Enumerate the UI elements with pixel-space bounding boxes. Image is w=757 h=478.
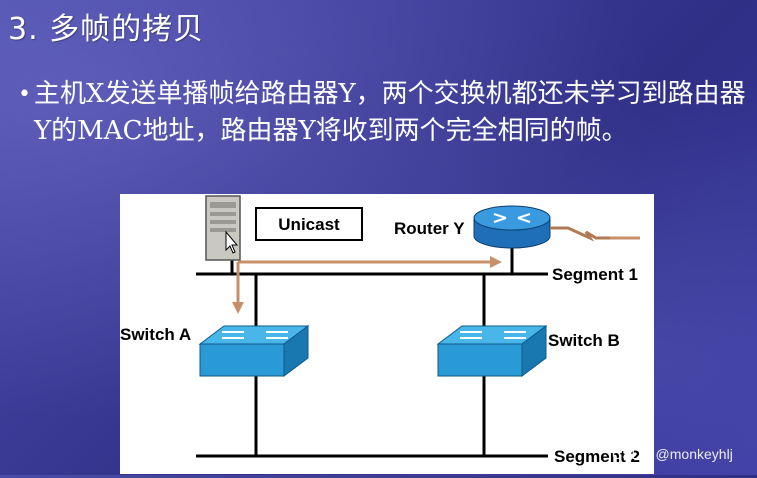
switch-b-label: Switch B [548,331,620,350]
host-x-icon [205,195,241,261]
unicast-label: Unicast [278,215,340,234]
switch-a-label: Switch A [120,325,191,344]
unicast-box [255,207,363,241]
switch-a-icon [198,325,310,377]
router-y-label: Router Y [394,219,465,238]
segment2-label: Segment 2 [554,447,640,466]
network-diagram: Unicast Router Y Segment 1 Segment 2 Swi… [120,194,654,474]
router-y-icon [473,205,640,249]
diagram-svg: Unicast Router Y Segment 1 Segment 2 Swi… [120,195,640,466]
switch-b-icon [436,325,548,377]
csdn-watermark: CSDN @monkeyhlj [612,446,733,462]
bullet-marker: • [18,82,31,107]
segment1-label: Segment 1 [552,265,638,284]
unicast-arrow-right [490,256,502,268]
slide-title: 3. 多帧的拷贝 [8,12,205,47]
slide-bullet-text: 主机X发送单播帧给路由器Y，两个交换机都还未学习到路由器Y的MAC地址，路由器Y… [34,79,746,146]
unicast-arrow-down [232,302,244,314]
